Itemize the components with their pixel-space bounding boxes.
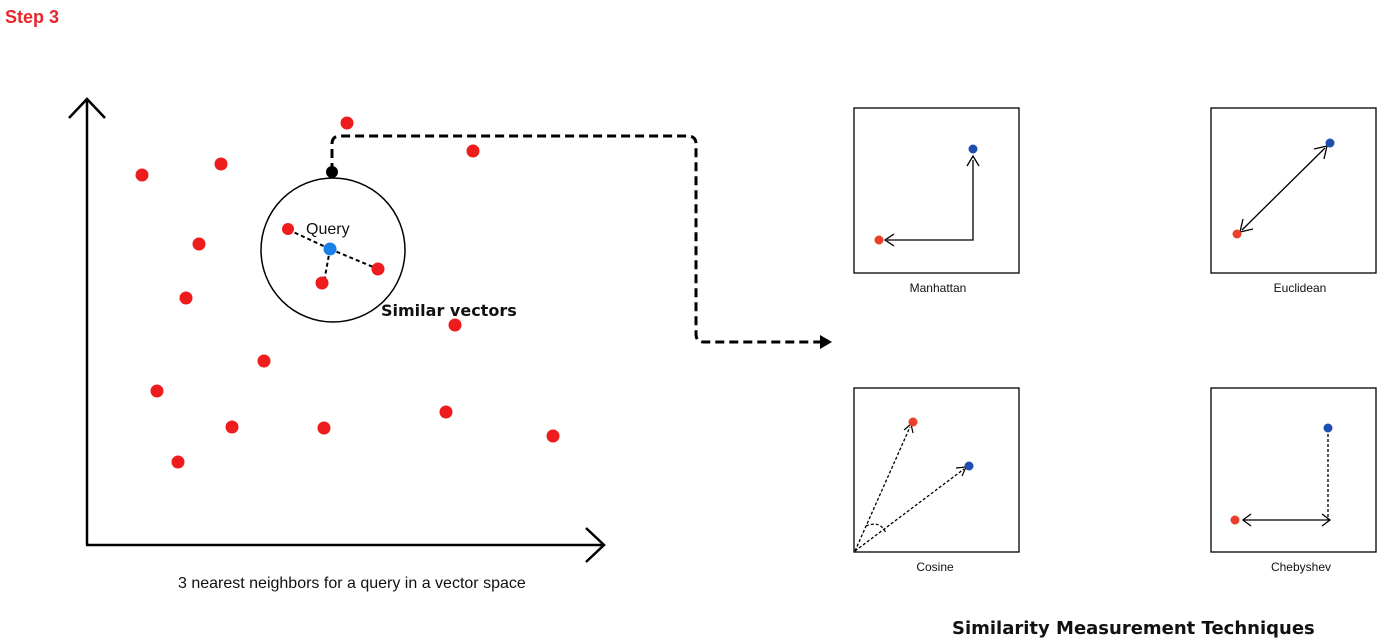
vector-point xyxy=(225,420,239,434)
vector-point xyxy=(135,168,149,182)
vector-point xyxy=(439,405,453,419)
vector-point xyxy=(171,455,185,469)
euclidean-line xyxy=(1241,147,1326,231)
vector-point xyxy=(317,421,331,435)
euclidean-label: Euclidean xyxy=(1274,281,1327,295)
vector-point xyxy=(448,318,462,332)
vector-point xyxy=(179,291,193,305)
query-neighborhood: Query Similar vectors xyxy=(260,177,517,323)
neighbor-link xyxy=(329,248,379,270)
neighbor-point xyxy=(282,223,294,235)
query-label: Query xyxy=(306,221,350,238)
step-title: Step 3 xyxy=(5,7,59,27)
vector-point xyxy=(257,354,271,368)
manhattan-path xyxy=(887,160,974,241)
chebyshev-panel: Chebyshev xyxy=(1210,387,1377,574)
connector-arrow xyxy=(326,134,832,349)
vector-point xyxy=(546,429,560,443)
cosine-red-point xyxy=(908,417,918,427)
vector-point xyxy=(466,144,480,158)
euclidean-frame xyxy=(1210,107,1377,274)
chebyshev-frame xyxy=(1210,387,1377,553)
cosine-blue-point xyxy=(964,461,974,471)
cosine-vector-blue xyxy=(854,468,965,552)
vector-point xyxy=(150,384,164,398)
vector-space-axes xyxy=(68,97,606,563)
cosine-vector-red xyxy=(854,426,911,552)
vector-point xyxy=(192,237,206,251)
manhattan-panel: Manhattan xyxy=(853,107,1020,295)
vector-space-caption: 3 nearest neighbors for a query in a vec… xyxy=(178,575,526,592)
neighborhood-circle xyxy=(260,177,406,323)
cosine-panel: Cosine xyxy=(853,387,1020,574)
neighbor-link xyxy=(323,248,331,283)
query-point xyxy=(323,242,337,256)
neighbor-point xyxy=(315,276,329,290)
techniques-title: Similarity Measurement Techniques xyxy=(952,618,1315,639)
cosine-label: Cosine xyxy=(916,560,954,574)
euclidean-panel: Euclidean xyxy=(1210,107,1377,295)
vector-point xyxy=(214,157,228,171)
chebyshev-blue-point xyxy=(1323,423,1333,433)
manhattan-red-point xyxy=(874,235,884,245)
similar-vectors-label: Similar vectors xyxy=(381,301,517,320)
vector-point xyxy=(340,116,354,130)
chebyshev-label: Chebyshev xyxy=(1271,560,1331,574)
manhattan-blue-point xyxy=(968,144,978,154)
manhattan-label: Manhattan xyxy=(910,281,967,295)
neighbor-link xyxy=(288,229,331,250)
neighbor-point xyxy=(371,262,385,276)
vector-points xyxy=(135,116,560,469)
chebyshev-red-point xyxy=(1230,515,1240,525)
manhattan-frame xyxy=(853,107,1020,274)
cosine-angle-arc xyxy=(865,523,887,534)
cosine-frame xyxy=(853,387,1020,553)
euclidean-blue-point xyxy=(1325,138,1335,148)
euclidean-red-point xyxy=(1232,229,1242,239)
